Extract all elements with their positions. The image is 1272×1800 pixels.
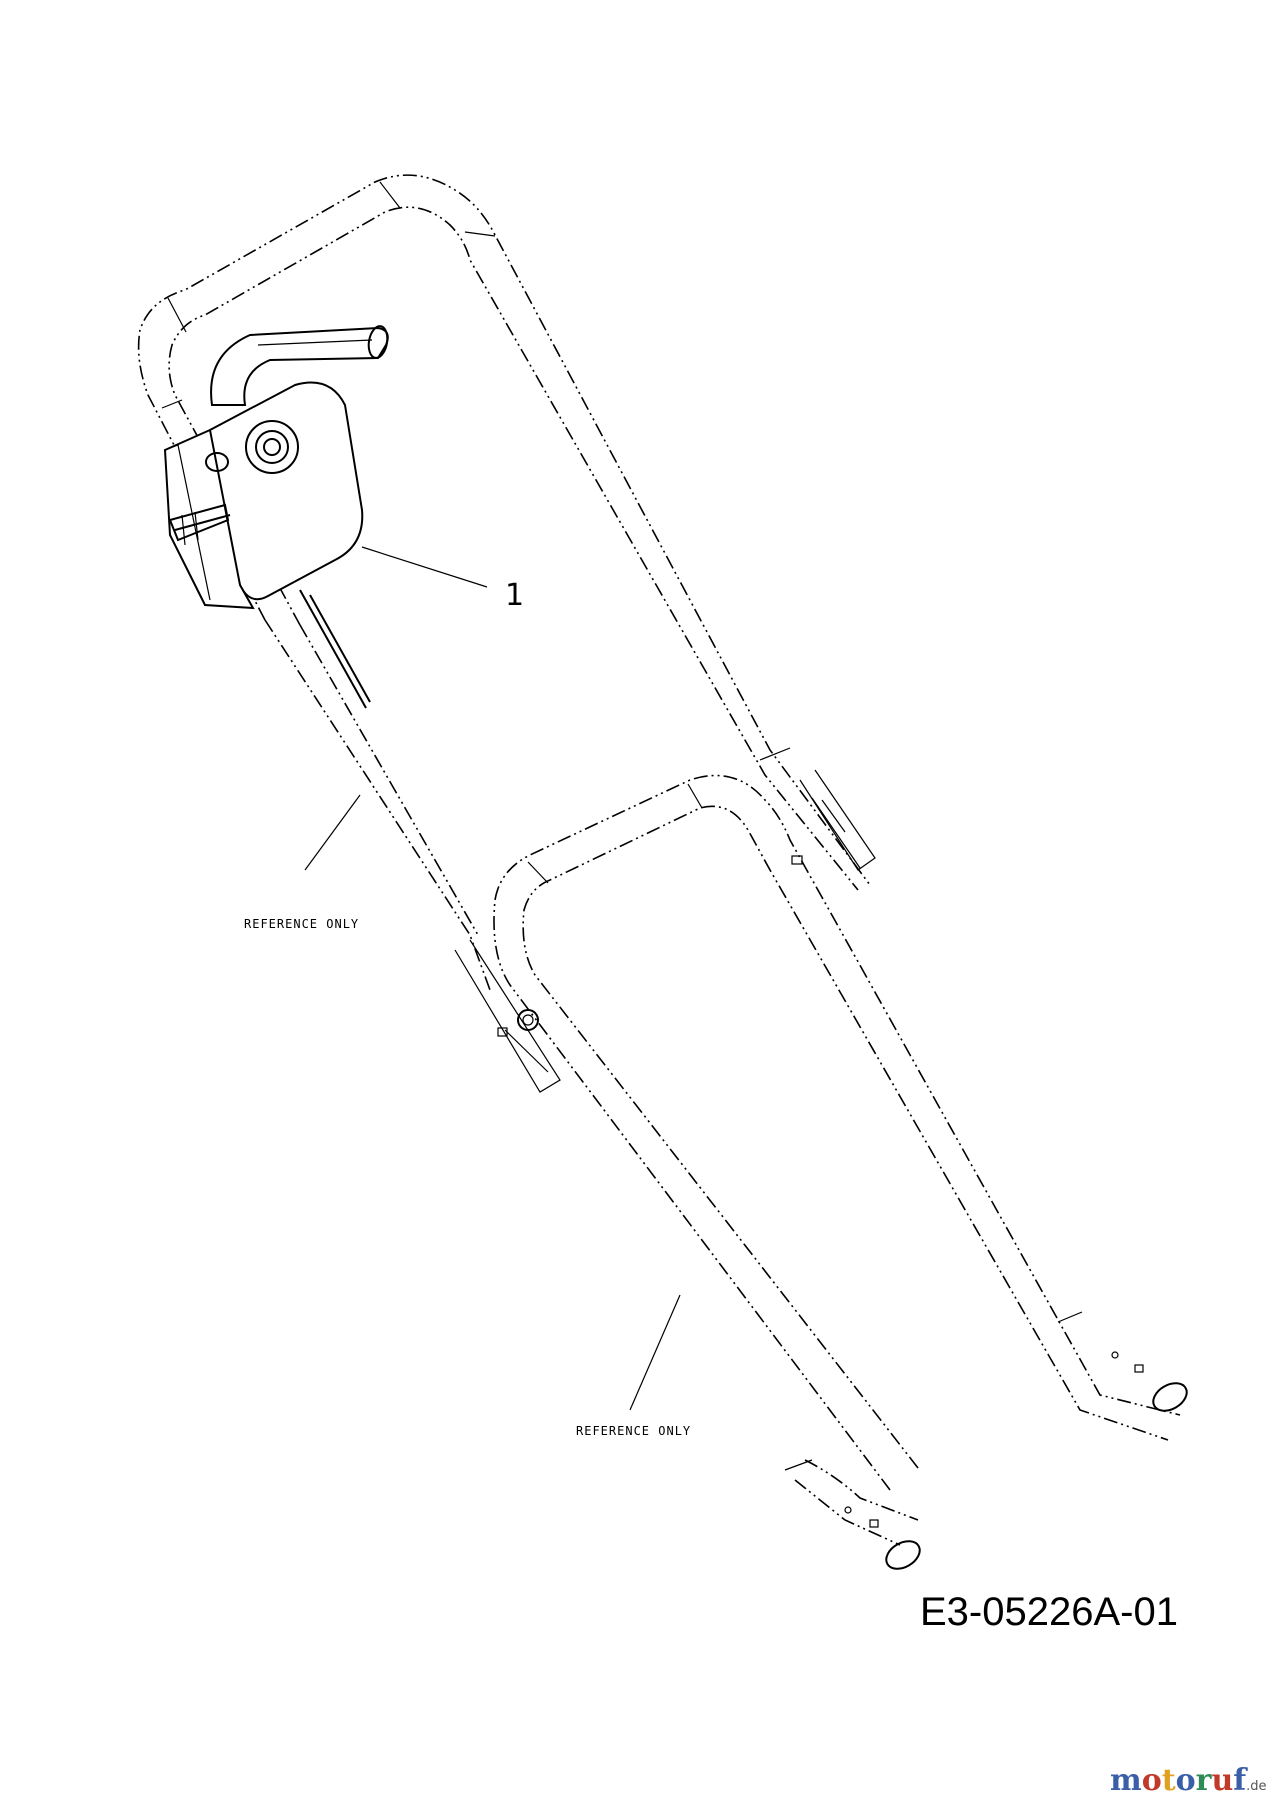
watermark-letter: t (1162, 1763, 1176, 1798)
watermark-letter: m (1110, 1763, 1142, 1798)
leader-lines (304, 546, 681, 1411)
reference-leader-lower (629, 1294, 681, 1411)
diagram-code: E3-05226A-01 (920, 1590, 1178, 1634)
reference-label-lower: REFERENCE ONLY (576, 1424, 691, 1438)
watermark-letter: o (1176, 1763, 1196, 1798)
reference-leader-upper (304, 794, 361, 871)
watermark-letter: f (1233, 1763, 1248, 1798)
callout-number: 1 (505, 578, 524, 613)
lower-handle-outline (454, 774, 1188, 1570)
watermark-logo: motoruf.de (1110, 1763, 1267, 1798)
watermark-letter: o (1142, 1763, 1162, 1798)
watermark-letter: r (1196, 1763, 1213, 1798)
upper-handle-outline (137, 174, 876, 991)
svg-text:motoruf.de: motoruf.de (1110, 1763, 1267, 1798)
watermark-tld: .de (1246, 1779, 1266, 1794)
callout-1-leader (361, 546, 488, 588)
control-lever-assembly (163, 325, 389, 709)
reference-label-upper: REFERENCE ONLY (244, 917, 359, 931)
watermark-letter: u (1211, 1763, 1233, 1798)
